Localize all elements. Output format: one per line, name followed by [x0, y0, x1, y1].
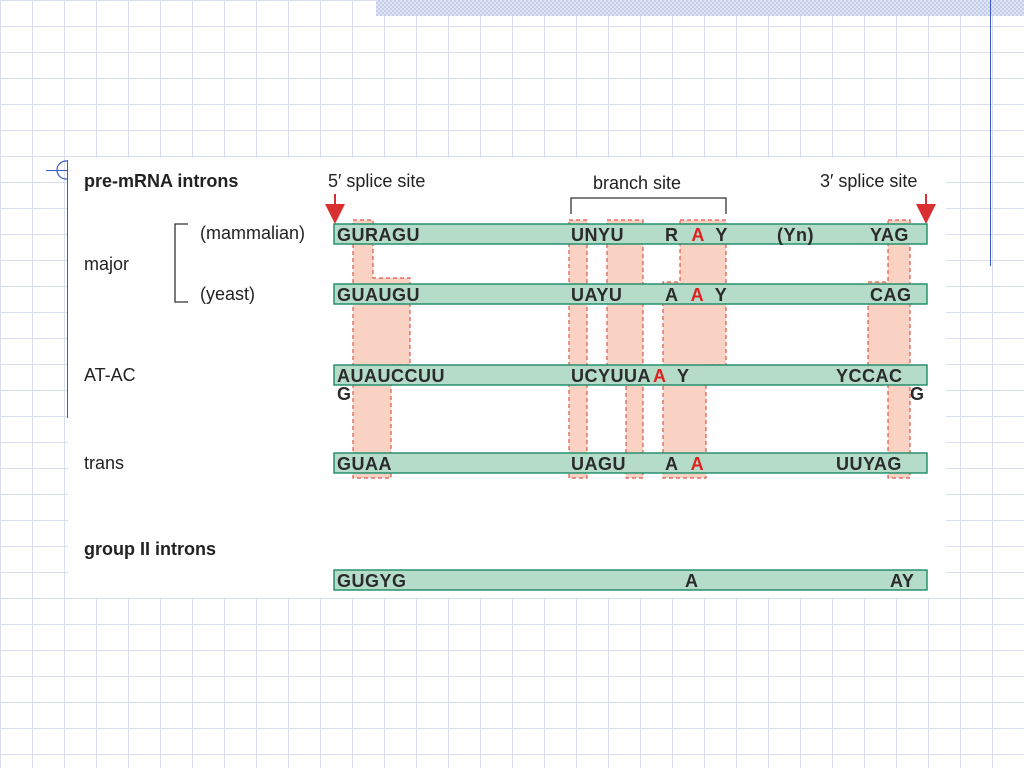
mammalian-sequence: GURAGU UNYU R A Y (Yn) YAG — [337, 225, 909, 245]
major-label: major — [84, 254, 129, 274]
conserved-highlights — [352, 219, 911, 479]
mammalian-polypyrimidine: (Yn) — [777, 225, 814, 245]
intron-diagram: pre-mRNA introns 5′ splice site branch s… — [84, 171, 936, 591]
slide-vertical-rule — [67, 160, 68, 418]
atac-label: AT-AC — [84, 365, 136, 385]
group2-bar — [333, 569, 928, 591]
highlight-branch-a — [662, 219, 727, 479]
branch-site-label: branch site — [593, 173, 681, 193]
yeast-3ss-seq: CAG — [870, 285, 912, 305]
trans-5ss-seq: GUAA — [337, 454, 392, 474]
mammalian-branch-seq: UNYU — [571, 225, 624, 245]
atac-3ss-extra: G — [910, 384, 925, 404]
trans-branch-seq: UAGU — [571, 454, 626, 474]
atac-5ss-extra: G — [337, 384, 352, 404]
branch-site-bracket — [570, 197, 727, 214]
highlight-branch-yu — [606, 219, 644, 479]
trans-3ss-seq: UUYAG — [836, 454, 902, 474]
mammalian-branch-a-seq: R A Y — [665, 225, 728, 245]
yeast-branch-a-seq: A A Y — [665, 285, 727, 305]
atac-5ss-seq: AUAUCCUU — [337, 366, 445, 386]
slide-horizontal-rule — [46, 170, 80, 171]
highlight-branch-u — [568, 219, 588, 479]
trans-bar — [333, 452, 928, 474]
yeast-bar — [333, 283, 928, 305]
right-vertical-rule — [990, 0, 991, 266]
trans-sequence: GUAA UAGU A A UUYAG — [337, 454, 902, 474]
three-prime-splice-site-label: 3′ splice site — [820, 171, 917, 191]
highlight-3ss-ag — [867, 219, 911, 479]
mammalian-bar — [333, 223, 928, 245]
group2-branch-a: A — [685, 571, 699, 591]
mammalian-5ss-seq: GURAGU — [337, 225, 420, 245]
top-decorative-band — [376, 0, 1024, 16]
group2-label: group II introns — [84, 539, 216, 559]
page-title: pre-mRNA introns — [84, 171, 238, 191]
group2-3ss-seq: AY — [890, 571, 914, 591]
mammalian-label: (mammalian) — [200, 223, 305, 243]
mammalian-3ss-seq: YAG — [870, 225, 909, 245]
diagram-panel: pre-mRNA introns 5′ splice site branch s… — [68, 158, 946, 598]
atac-bar — [333, 364, 928, 386]
yeast-branch-seq: UAYU — [571, 285, 622, 305]
trans-label: trans — [84, 453, 124, 473]
group2-sequence: GUGYG A AY — [337, 571, 914, 591]
atac-3ss-seq: YCCAC — [836, 366, 903, 386]
five-prime-splice-site-label: 5′ splice site — [328, 171, 425, 191]
trans-branch-a-seq: A A — [665, 454, 704, 474]
yeast-5ss-seq: GUAUGU — [337, 285, 420, 305]
yeast-label: (yeast) — [200, 284, 255, 304]
major-bracket — [174, 223, 188, 303]
highlight-5ss-gu — [352, 219, 411, 479]
yeast-sequence: GUAUGU UAYU A A Y CAG — [337, 285, 912, 305]
group2-5ss-seq: GUGYG — [337, 571, 407, 591]
